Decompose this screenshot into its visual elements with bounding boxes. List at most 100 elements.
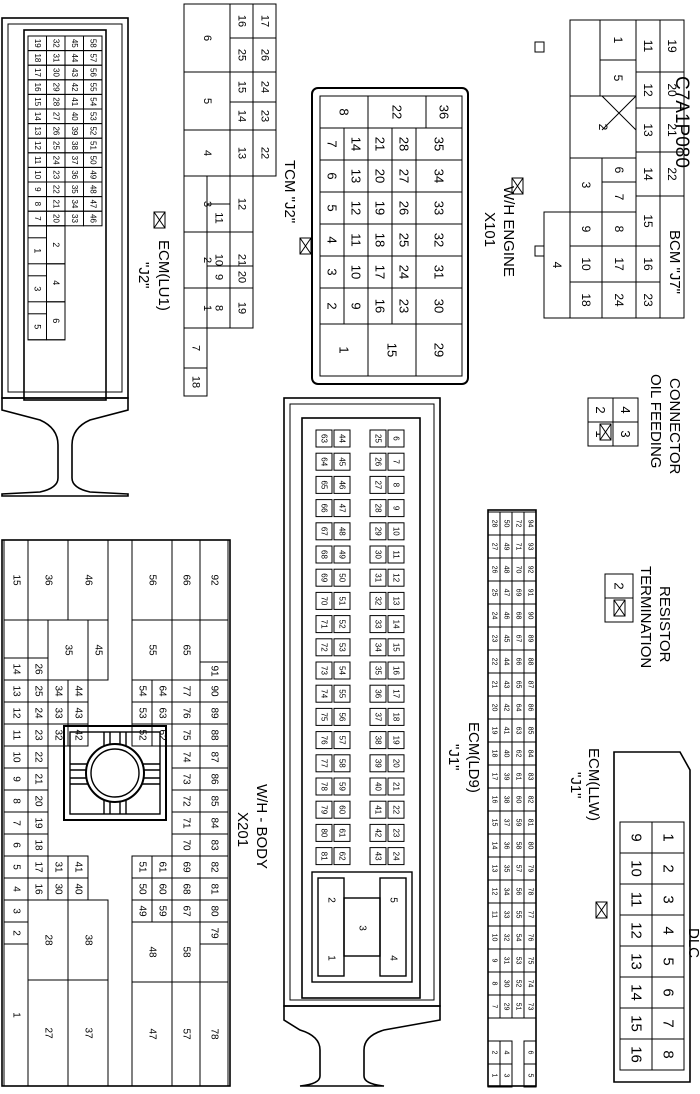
- connector-latch: [283, 1005, 441, 1087]
- pin-number: 10: [628, 860, 645, 877]
- pin-cell: [315, 452, 333, 471]
- pin-number: 14: [349, 137, 364, 151]
- pin-number: 27: [51, 112, 60, 121]
- pin-number: 8: [491, 982, 498, 986]
- pin-number: 4: [550, 262, 564, 269]
- pin-number: 2: [491, 1051, 498, 1055]
- pin-number: 25: [374, 434, 383, 443]
- pin-number: 53: [338, 643, 347, 652]
- power-pin-number: 5: [388, 897, 399, 903]
- pin-number: 79: [320, 805, 329, 814]
- oil-line2: CONNECTOR: [666, 378, 683, 475]
- pin-number: 17: [373, 265, 388, 279]
- pin-cell: [387, 684, 405, 703]
- x201-pin-grid: 1514131211109876543213626252423222120191…: [3, 539, 229, 1087]
- pin-number: 3: [325, 268, 340, 275]
- pin-number: 83: [527, 773, 534, 781]
- pin-number: 37: [70, 156, 79, 165]
- pin-number: 12: [491, 888, 498, 896]
- x201-center-cross: [63, 725, 167, 821]
- pin-cell: [333, 568, 351, 587]
- pin-number: 14: [641, 167, 655, 181]
- pin-number: 18: [373, 233, 388, 247]
- pin-number: 32: [53, 729, 64, 741]
- pin-number: 54: [88, 97, 97, 106]
- pin-number: 22: [491, 658, 498, 666]
- pin-number: 34: [503, 888, 510, 896]
- pin-number: 19: [392, 736, 401, 745]
- pin-number: 24: [612, 293, 626, 307]
- pin-number: 2: [596, 124, 610, 131]
- pin-number: 69: [515, 589, 522, 597]
- pin-number: 17: [612, 257, 626, 271]
- pin-number: 3: [32, 286, 42, 291]
- pin-number: 20: [665, 83, 679, 97]
- pin-number: 68: [181, 883, 192, 895]
- pin-cell: [199, 943, 229, 983]
- pin-number: 18: [392, 712, 401, 721]
- pin-number: 44: [70, 53, 79, 62]
- power-pin-number: 4: [388, 955, 399, 961]
- pin-number: 6: [527, 1051, 534, 1055]
- pin-number: 76: [181, 707, 192, 719]
- pin-number: 41: [503, 727, 510, 735]
- pin-number: 3: [503, 1074, 510, 1078]
- pin-number: 21: [392, 782, 401, 791]
- pin-number: 67: [181, 905, 192, 917]
- pin-number: 51: [137, 861, 148, 873]
- pin-number: 30: [503, 980, 510, 988]
- pin-number: 23: [259, 110, 271, 122]
- pin-number: 88: [209, 729, 220, 741]
- pin-number: 49: [88, 170, 97, 179]
- pin-number: 16: [392, 666, 401, 675]
- pin-number: 93: [527, 543, 534, 551]
- pin-cell: [333, 452, 351, 471]
- pin-number: 13: [349, 169, 364, 183]
- pin-number: 30: [51, 68, 60, 77]
- pin-number: 37: [374, 712, 383, 721]
- pin-number: 26: [374, 457, 383, 466]
- pin-number: 47: [338, 504, 347, 513]
- pin-number: 7: [491, 1005, 498, 1009]
- pin-number: 14: [236, 110, 248, 122]
- pin-number: 84: [527, 750, 534, 758]
- pin-cell: [87, 619, 109, 681]
- pin-number: 51: [338, 596, 347, 605]
- labels: C7A1P080 "J2" ECM(LU1) TCM "J2" X101 W/H…: [135, 76, 700, 958]
- pin-number: 26: [33, 663, 44, 675]
- pin-cell: [333, 777, 351, 796]
- dlc-shell: [613, 751, 691, 1083]
- pin-number: 56: [88, 68, 97, 77]
- ecm-ld9-j1-connector: [283, 397, 441, 1087]
- pin-number: 50: [88, 156, 97, 165]
- pin-number: 45: [338, 457, 347, 466]
- connector-face: [23, 29, 107, 401]
- pin-number: 6: [201, 35, 213, 41]
- pin-cell: [651, 1038, 685, 1071]
- pin-number: 43: [374, 852, 383, 861]
- pin-number: 20: [373, 169, 388, 183]
- pin-cell: [523, 1063, 537, 1088]
- pin-number: 33: [70, 214, 79, 223]
- pin-number: 41: [70, 97, 79, 106]
- pin-cell: [569, 19, 601, 97]
- pin-number: 71: [181, 817, 192, 829]
- pin-number: 16: [33, 83, 42, 92]
- pin-cell: [369, 638, 387, 657]
- pin-cell: [315, 638, 333, 657]
- pin-number: 61: [338, 828, 347, 837]
- pin-cell: [369, 707, 387, 726]
- pin-number: 7: [660, 1019, 677, 1027]
- pin-number: 55: [338, 689, 347, 698]
- pin-cell: [315, 823, 333, 842]
- pin-number: 34: [53, 685, 64, 697]
- pin-number: 9: [11, 776, 22, 782]
- pin-number: 7: [190, 345, 202, 351]
- pin-number: 8: [612, 226, 626, 233]
- pin-cell: [369, 545, 387, 564]
- pin-number: 42: [73, 729, 84, 741]
- pin-number: 8: [213, 305, 225, 311]
